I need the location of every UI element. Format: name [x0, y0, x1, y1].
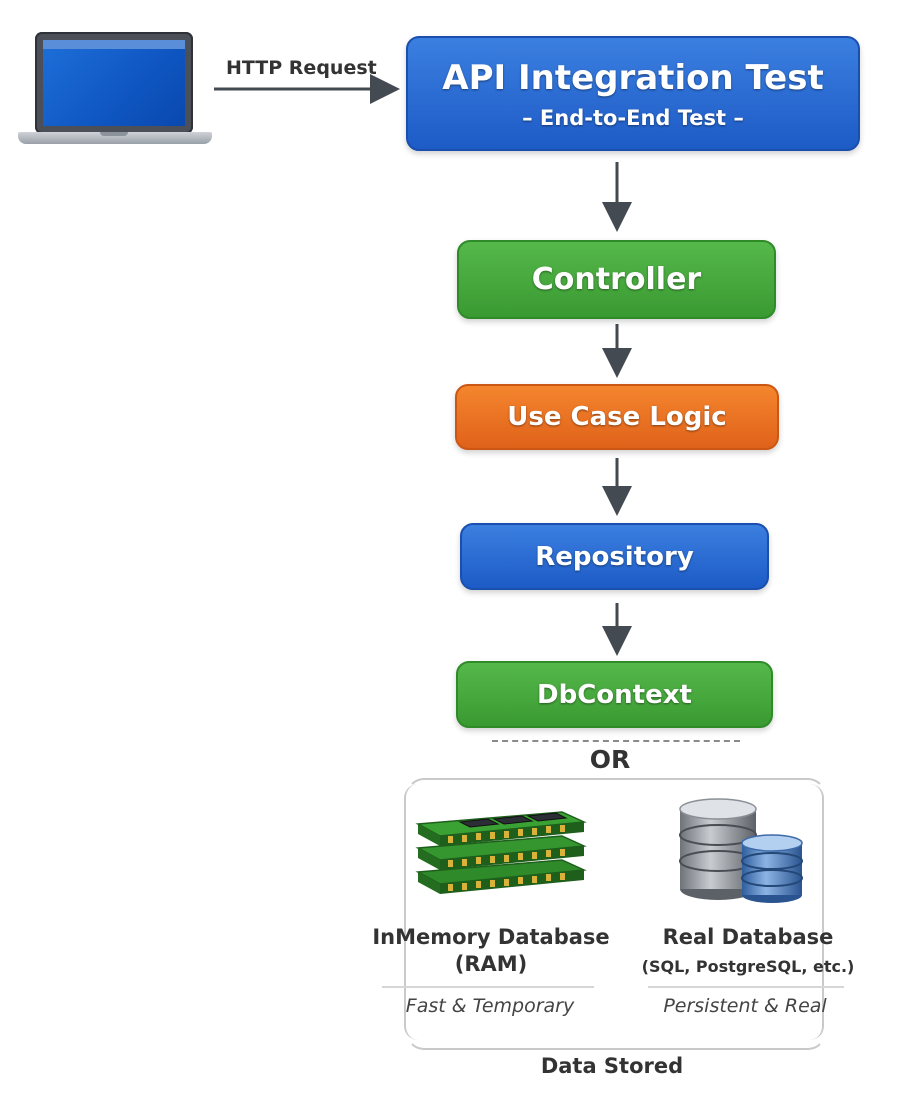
- ram-module-bottom: [415, 859, 587, 894]
- or-dashed-divider: [492, 740, 740, 742]
- bracket-left-side: [404, 784, 420, 1040]
- inmemory-separator: [382, 986, 594, 988]
- inmemory-database-note: Fast & Temporary: [405, 995, 575, 1017]
- database-cylinders-icon: [679, 798, 803, 903]
- blue-database-cylinder: [741, 834, 803, 903]
- use-case-logic-box: Use Case Logic: [455, 384, 779, 450]
- laptop-notch: [100, 132, 128, 136]
- laptop-window-titlebar: [43, 40, 185, 49]
- repository-box: Repository: [460, 523, 769, 590]
- real-database-title: Real Database: [662, 925, 834, 949]
- inmemory-database-subtitle: (RAM): [454, 952, 528, 976]
- api-title: API Integration Test: [442, 57, 824, 98]
- ram-module-middle: [415, 835, 587, 870]
- api-subtitle: – End-to-End Test –: [522, 105, 744, 130]
- data-stored-label: Data Stored: [540, 1054, 684, 1078]
- inmemory-database-title: InMemory Database: [372, 925, 610, 949]
- real-database-note: Persistent & Real: [663, 995, 827, 1017]
- bracket-right-side: [808, 784, 824, 1040]
- database-options-bracket: [406, 778, 826, 1050]
- laptop-display: [43, 40, 185, 126]
- laptop-base: [18, 132, 212, 144]
- real-separator: [648, 986, 844, 988]
- http-request-label: HTTP Request: [226, 57, 377, 79]
- or-label: OR: [589, 745, 631, 774]
- ram-memory-icon: [415, 811, 587, 894]
- controller-box: Controller: [457, 240, 776, 319]
- api-integration-test-box: API Integration Test – End-to-End Test –: [406, 36, 860, 151]
- real-database-subtitle: (SQL, PostgreSQL, etc.): [641, 957, 855, 976]
- laptop-icon: [35, 32, 193, 134]
- dbcontext-box: DbContext: [456, 661, 773, 728]
- ram-module-top: [415, 811, 587, 846]
